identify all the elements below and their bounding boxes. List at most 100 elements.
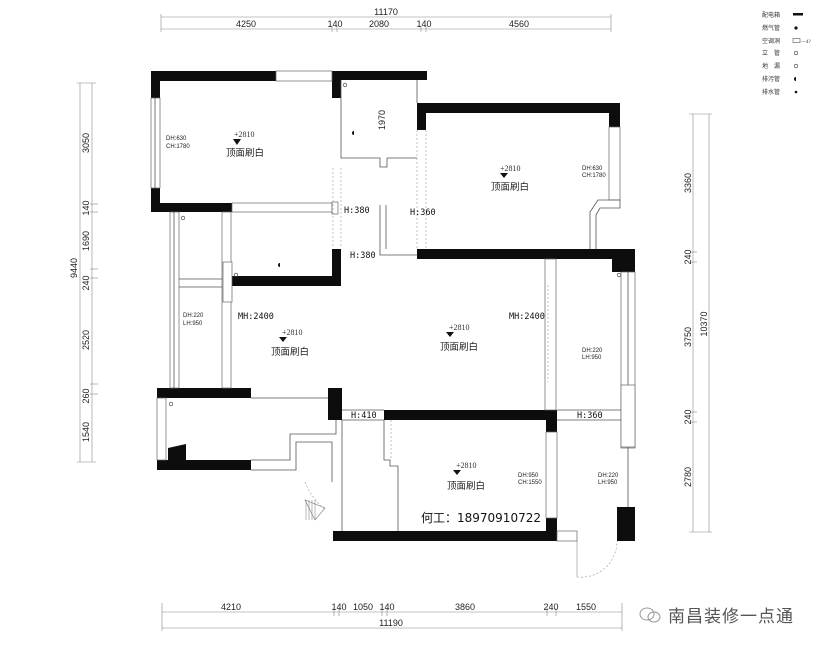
svg-text:+2810: +2810 (449, 323, 470, 332)
fixtures (168, 82, 622, 407)
dim-bottom-1: 140 (331, 602, 346, 612)
dim-left-3: 240 (81, 275, 91, 290)
dim-top-4: 4560 (509, 19, 529, 29)
dim-right-total: 10370 (699, 311, 709, 336)
drain-pipe-icon (794, 90, 798, 94)
legend-label-3: 立 管 (762, 49, 780, 57)
legend-label-6: 排水管 (762, 88, 780, 96)
svg-text:DH:630: DH:630 (582, 166, 603, 172)
ceiling-note: 顶面刷白 (271, 346, 309, 358)
riser-pipe-icon (233, 272, 239, 278)
watermark-text: 南昌装修一点通 (668, 607, 794, 627)
legend-label-5: 排污管 (762, 75, 780, 83)
ceiling-note: 顶面刷白 (226, 147, 264, 159)
ceiling-note: 顶面刷白 (491, 181, 529, 193)
distribution-box-icon (793, 13, 803, 16)
svg-text:LH:950: LH:950 (183, 321, 203, 327)
svg-text:DH:950: DH:950 (518, 473, 539, 479)
legend-label-1: 燃气管 (762, 24, 780, 32)
dim-left-5: 260 (81, 388, 91, 403)
svg-text:—4?: —4? (800, 40, 812, 45)
height-label-h360-b: H:360 (577, 411, 603, 421)
dim-left-4: 2520 (81, 330, 91, 350)
riser-pipe-icon (168, 401, 174, 407)
sewage-pipe-icon (794, 77, 796, 81)
bath-dim: 1970 (377, 110, 387, 130)
legend-label-0: 配电箱 (762, 11, 780, 19)
room-bedroom-nw: +2810 顶面刷白 DH:630 CH:1780 (166, 130, 264, 159)
sewage-pipe-icon (278, 263, 280, 267)
svg-text:DH:220: DH:220 (183, 313, 204, 319)
sewage-pipe-icon (352, 131, 354, 135)
left-dimension-chain: 9440 3050 140 1690 240 2520 260 1540 (69, 82, 98, 463)
dim-bottom-2: 1050 (353, 602, 373, 612)
room-bedroom-ne: +2810 顶面刷白 DH:630 CH:1780 (491, 164, 606, 193)
stairs-icon (304, 481, 326, 521)
elevation-marker-icon (500, 173, 508, 178)
dim-bottom-4: 3860 (455, 602, 475, 612)
dim-bottom-0: 4210 (221, 602, 241, 612)
walls (151, 71, 635, 541)
height-label-h380-a: H:380 (344, 206, 370, 216)
svg-text:+2810: +2810 (282, 328, 303, 337)
height-label-h360-a: H:360 (410, 208, 436, 218)
dim-left-1: 140 (81, 200, 91, 215)
legend: 配电箱 燃气管 空调洞 —4? 立 管 地 漏 排污管 排水管 (762, 11, 812, 96)
svg-text:CH:1780: CH:1780 (582, 173, 606, 179)
dim-right-3: 240 (683, 409, 693, 424)
dim-top-1: 140 (327, 19, 342, 29)
dim-top-total: 11170 (374, 7, 398, 17)
svg-text:+2810: +2810 (500, 164, 521, 173)
mh-label-right: MH:2400 (509, 312, 545, 322)
svg-text:CH:1550: CH:1550 (518, 480, 542, 486)
riser-pipe-icon (616, 272, 622, 278)
watermark: 南昌装修一点通 (638, 602, 794, 627)
dim-bottom-6: 1550 (576, 602, 596, 612)
riser-pipe-icon (342, 82, 348, 88)
dim-left-total: 9440 (69, 258, 79, 278)
elevation-marker-icon (233, 139, 241, 145)
dim-right-1: 240 (683, 249, 693, 264)
svg-text:+2810: +2810 (456, 461, 477, 470)
gas-pipe-icon (794, 26, 798, 30)
elevation-marker-icon (279, 337, 287, 342)
elevation-marker-icon (446, 332, 454, 337)
room-bedroom-south: +2810 顶面刷白 DH:950 CH:1550 (447, 461, 542, 492)
svg-text:+2810: +2810 (234, 130, 255, 139)
dim-top-3: 140 (416, 19, 431, 29)
dim-top-2: 2080 (369, 19, 389, 29)
legend-label-4: 地 漏 (762, 62, 780, 70)
dim-top-0: 4250 (236, 19, 256, 29)
partitions (150, 70, 636, 578)
dim-right-0: 3360 (683, 173, 693, 193)
bottom-dimension-chain: 4210 140 1050 140 3860 240 1550 11190 (161, 602, 623, 631)
dim-bottom-total: 11190 (379, 618, 403, 628)
room-living-west: DH:220 LH:950 MH:2400 +2810 顶面刷白 (183, 312, 309, 358)
height-label-h380-b: H:380 (350, 251, 376, 261)
ceiling-note: 顶面刷白 (447, 480, 485, 492)
ac-hole-icon (792, 38, 801, 43)
wechat-icon (639, 607, 661, 622)
svg-text:CH:1780: CH:1780 (166, 144, 190, 150)
east-window-note-1: DH:220 (582, 348, 603, 354)
top-dimension-chain: 11170 4250 140 2080 140 4560 (160, 7, 612, 32)
svg-text:LH:950: LH:950 (582, 355, 602, 361)
legend-label-2: 空调洞 (762, 37, 780, 45)
height-label-h410: H:410 (351, 411, 377, 421)
svg-text:LH:950: LH:950 (598, 480, 618, 486)
dim-right-2: 3750 (683, 327, 693, 347)
east-window-note-2: DH:220 (598, 473, 619, 479)
dim-left-2: 1690 (81, 231, 91, 251)
right-dimension-chain: 3360 240 3750 240 2780 10370 (683, 113, 712, 533)
contact-phone: 何工：18970910722 (421, 511, 541, 525)
dim-left-0: 3050 (81, 133, 91, 153)
elevation-marker-icon (453, 470, 461, 475)
ceiling-note: 顶面刷白 (440, 341, 478, 353)
riser-pipe-icon (793, 50, 799, 56)
dim-right-4: 2780 (683, 467, 693, 487)
svg-text:DH:630: DH:630 (166, 136, 187, 142)
dim-bottom-3: 140 (379, 602, 394, 612)
dim-bottom-5: 240 (543, 602, 558, 612)
dim-left-6: 1540 (81, 422, 91, 442)
